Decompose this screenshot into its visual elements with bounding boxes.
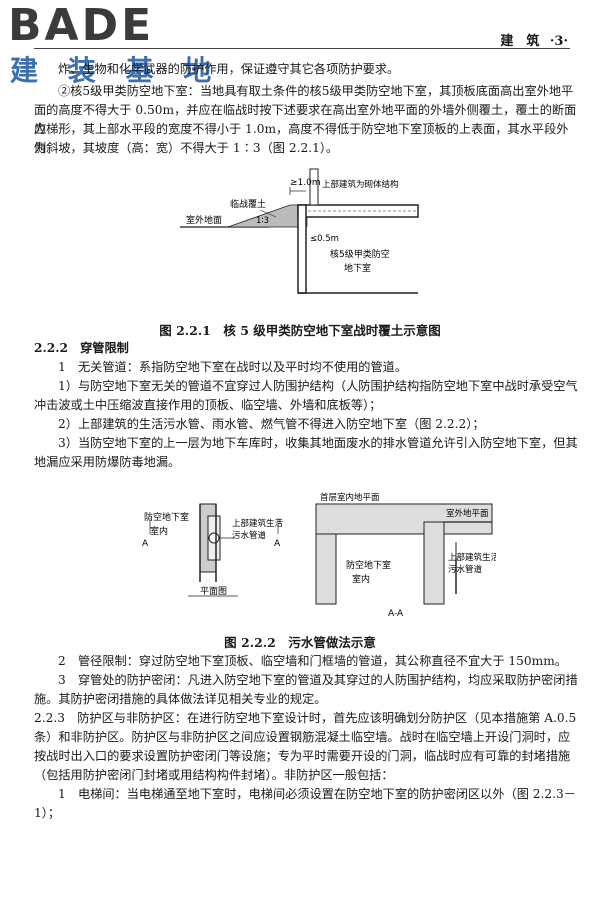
plan-a-right: A: [274, 539, 281, 549]
intro-line-3: 面的高度不得大于 0.50m，并应在临战时按下述要求在高出室外地平面的外墙外侧覆…: [34, 103, 577, 136]
intro-line-5: 为斜坡，其坡度（高：宽）不得大于 1∶3（图 2.2.1）。: [34, 141, 339, 155]
sec222-line-2b: 冲击波或土中压缩波直接作用的顶板、临空墙、外墙和底板等）；: [34, 398, 382, 412]
intro-line-2: ②核5级甲类防空地下室：当地具有取土条件的核5级甲类防空地下室，其顶板底面高出室…: [58, 84, 574, 98]
section-room-1: 防空地下室: [346, 559, 391, 571]
after-line-4: 2.2.3 防护区与非防护区：在进行防空地下室设计时，首先应该明确划分防护区（见…: [34, 711, 577, 725]
intro-line-1: 炸、生物和化学武器的防护作用，保证遵守其它各项防护要求。: [58, 62, 400, 76]
figure-2-2-2-plan: A A 防空地下室 室内 上部建筑生活 污水管道 平面图: [142, 503, 284, 597]
section-first-floor: 首层室内地平面: [320, 492, 380, 503]
after-line-5: 条）和非防护区。防护区与非防护区之间应设置钢筋混凝土临空墙。战时在临空墙上开设门…: [34, 730, 571, 744]
header-section: 建 筑: [500, 34, 540, 49]
sec222-line-2a: 1）与防空地下室无关的管道不宜穿过人防围护结构（人防围护结构指防空地下室中战时承…: [58, 379, 578, 393]
label-height: ≤0.5m: [310, 234, 339, 244]
sec222-line-4a: 3）当防空地下室的上一层为地下车库时，收集其地面废水的排水管道允许引入防空地下室…: [58, 436, 578, 450]
plan-room-1: 防空地下室: [144, 511, 189, 523]
plan-title: 平面图: [200, 586, 227, 597]
after-line-8: 1 电梯间：当电梯通至地下室时，电梯间必须设置在防空地下室的防护密闭区以外（图 …: [58, 787, 576, 801]
figure-2-2-1: 临战覆土 ≥1.0m 上部建筑为砌体结构 室外地面 1∶3 ≤0.5m 核5级甲…: [180, 168, 419, 294]
page-header: 建 筑 ·3·: [500, 30, 568, 49]
after-line-9: 1）；: [34, 806, 61, 820]
label-upper-building: 上部建筑为砌体结构: [322, 179, 399, 190]
plan-a-left: A: [142, 539, 149, 549]
section-outdoor: 室外地平面: [446, 508, 489, 519]
plan-room-2: 室内: [150, 525, 168, 537]
plan-pipe-2: 污水管道: [232, 530, 267, 541]
label-width: ≥1.0m: [290, 178, 321, 188]
figure-2-2-2-caption: 图 2.2.2 污水管做法示意: [224, 635, 376, 650]
page-number: ·3·: [549, 34, 568, 49]
header-rule: [34, 48, 570, 49]
section-aa: A-A: [388, 609, 404, 619]
section-pipe-1: 上部建筑生活: [448, 552, 496, 563]
after-line-1: 2 管径限制：穿过防空地下室顶板、临空墙和门框墙的管道，其公称直径不宜大于 15…: [58, 654, 567, 668]
label-ground: 室外地面: [186, 214, 222, 226]
figure-2-2-1-caption: 图 2.2.1 核 5 级甲类防空地下室战时覆土示意图: [159, 323, 441, 338]
sec222-line-1: 1 无关管道：系指防空地下室在战时以及平时均不使用的管道。: [58, 360, 408, 374]
plan-pipe-1: 上部建筑生活: [232, 518, 284, 529]
after-line-7: （包括用防护密闭门封堵或用结构构件封堵）。非防护区一般包括：: [34, 768, 394, 782]
sec222-line-4b: 地漏应采用防爆防毒地漏。: [34, 455, 181, 469]
label-slope: 1∶3: [256, 216, 269, 226]
sec222-line-3: 2）上部建筑的生活污水管、雨水管、燃气管不得进入防空地下室（图 2.2.2）；: [58, 417, 485, 431]
label-room-2: 地下室: [344, 262, 371, 274]
section-2-2-2-title: 2.2.2 穿管限制: [34, 341, 129, 355]
brand-subtitle: 建 装 基 地: [10, 54, 222, 87]
section-pipe-2: 污水管道: [448, 564, 483, 575]
label-wartime-soil: 临战覆土: [230, 198, 266, 210]
intro-line-4: 为梯形，其上部水平段的宽度不得小于 1.0m，高度不得低于防空地下室顶板的上表面…: [34, 122, 569, 155]
brand-logo: BADE: [8, 0, 155, 51]
after-line-3: 施。其防护密闭措施的具体做法详见相关专业的规定。: [34, 692, 327, 706]
figure-2-2-2-section: 首层室内地平面 室外地平面 防空地下室 室内 上部建筑生活 污水管道 A-A: [315, 492, 496, 619]
after-line-6: 按战时出入口的要求设置防护密闭门等设施；专为平时需要开设的门洞，临战时应有可靠的…: [34, 749, 571, 763]
section-room-2: 室内: [352, 573, 370, 585]
label-room-1: 核5级甲类防空: [330, 248, 390, 260]
after-line-2: 3 穿管处的防护密闭：凡进入防空地下室的管道及其穿过的人防围护结构，均应采取防护…: [58, 673, 578, 687]
